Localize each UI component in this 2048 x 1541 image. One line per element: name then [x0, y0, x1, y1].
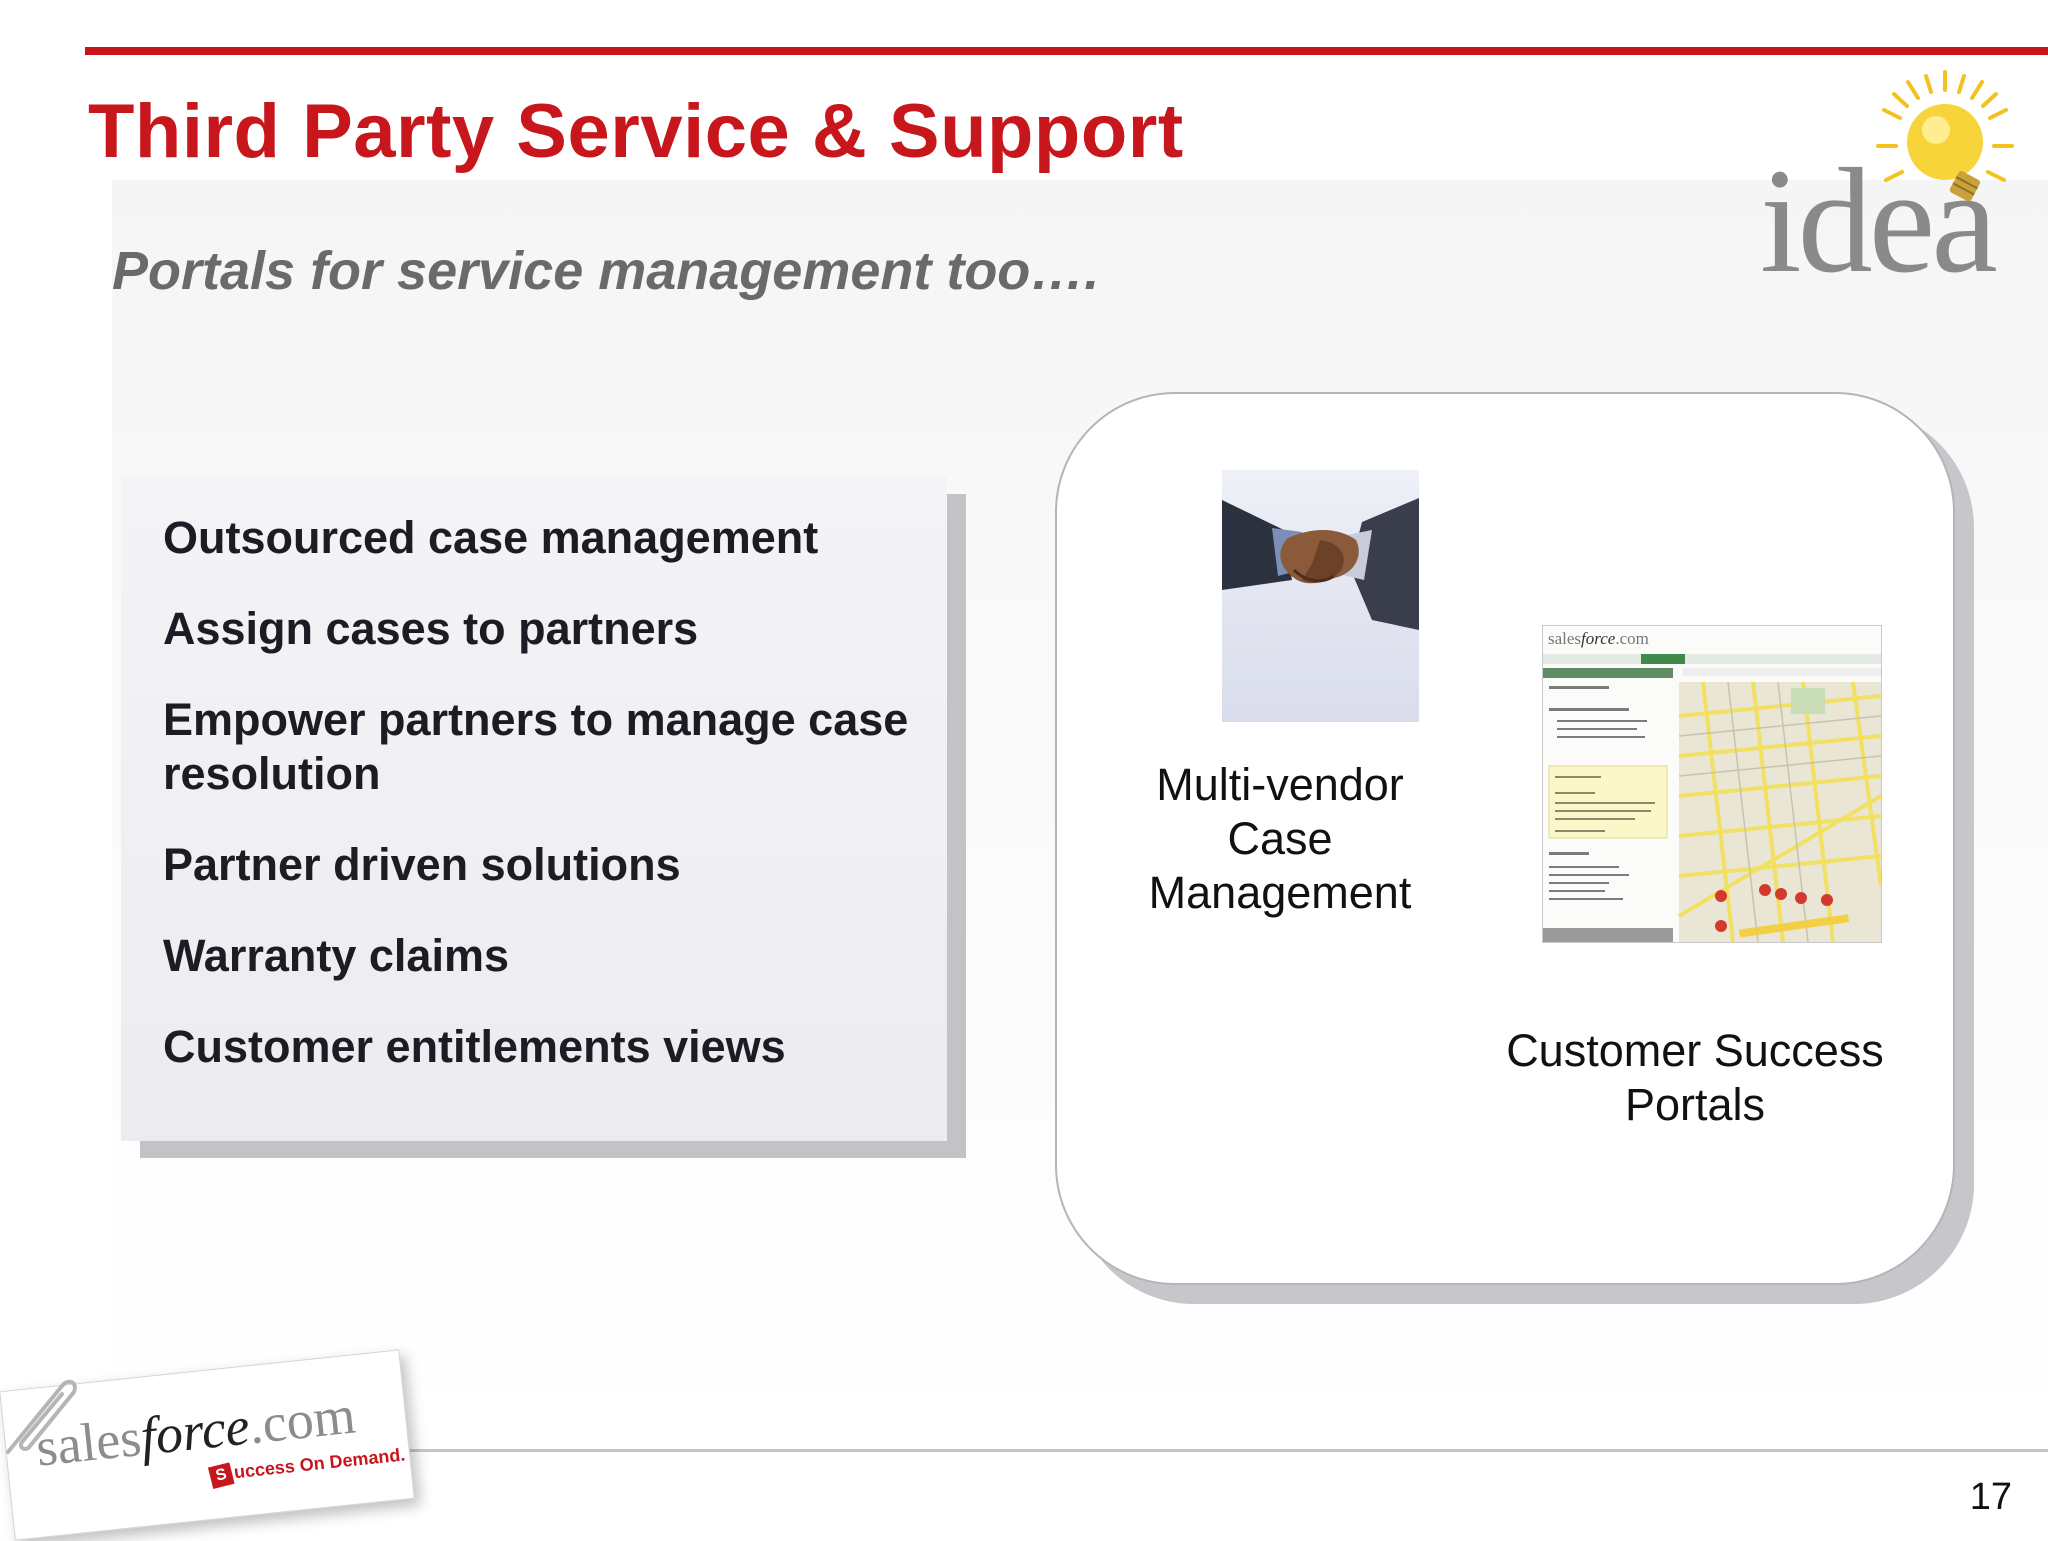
- bullet-item: Partner driven solutions: [163, 839, 681, 890]
- bullet-item: Customer entitlements views: [163, 1021, 786, 1072]
- bullet-item: Assign cases to partners: [163, 603, 699, 654]
- idea-logo: idea: [1752, 66, 2022, 296]
- bottom-rule: [390, 1449, 2048, 1452]
- handshake-photo: [1222, 470, 1419, 722]
- slide-title: Third Party Service & Support: [88, 89, 1184, 174]
- portals-label: Customer Success Portals: [1506, 1025, 1884, 1130]
- svg-text:salesforce.com: salesforce.com: [1548, 629, 1649, 648]
- multivendor-label: Multi-vendor Case Management: [1148, 759, 1412, 918]
- bullet-item: Empower partners to manage case resoluti…: [163, 694, 909, 799]
- bullet-list: Outsourced case management Assign cases …: [163, 511, 933, 1111]
- slide-subtitle: Portals for service management too….: [112, 241, 1100, 301]
- paperclip-icon: [6, 1379, 77, 1454]
- lightbulb-icon: [1876, 70, 2014, 202]
- idea-wordmark: idea: [1760, 138, 1998, 304]
- top-accent-rule: [85, 47, 2048, 55]
- page-number: 17: [1969, 1476, 2012, 1518]
- portal-screenshot: salesforce.com: [1542, 625, 1882, 943]
- bullet-item: Outsourced case management: [163, 512, 819, 563]
- portal-screenshot-graphic: salesforce.com: [1543, 626, 1881, 942]
- bullet-item: Warranty claims: [163, 930, 509, 981]
- bullets-box: Outsourced case management Assign cases …: [121, 477, 947, 1141]
